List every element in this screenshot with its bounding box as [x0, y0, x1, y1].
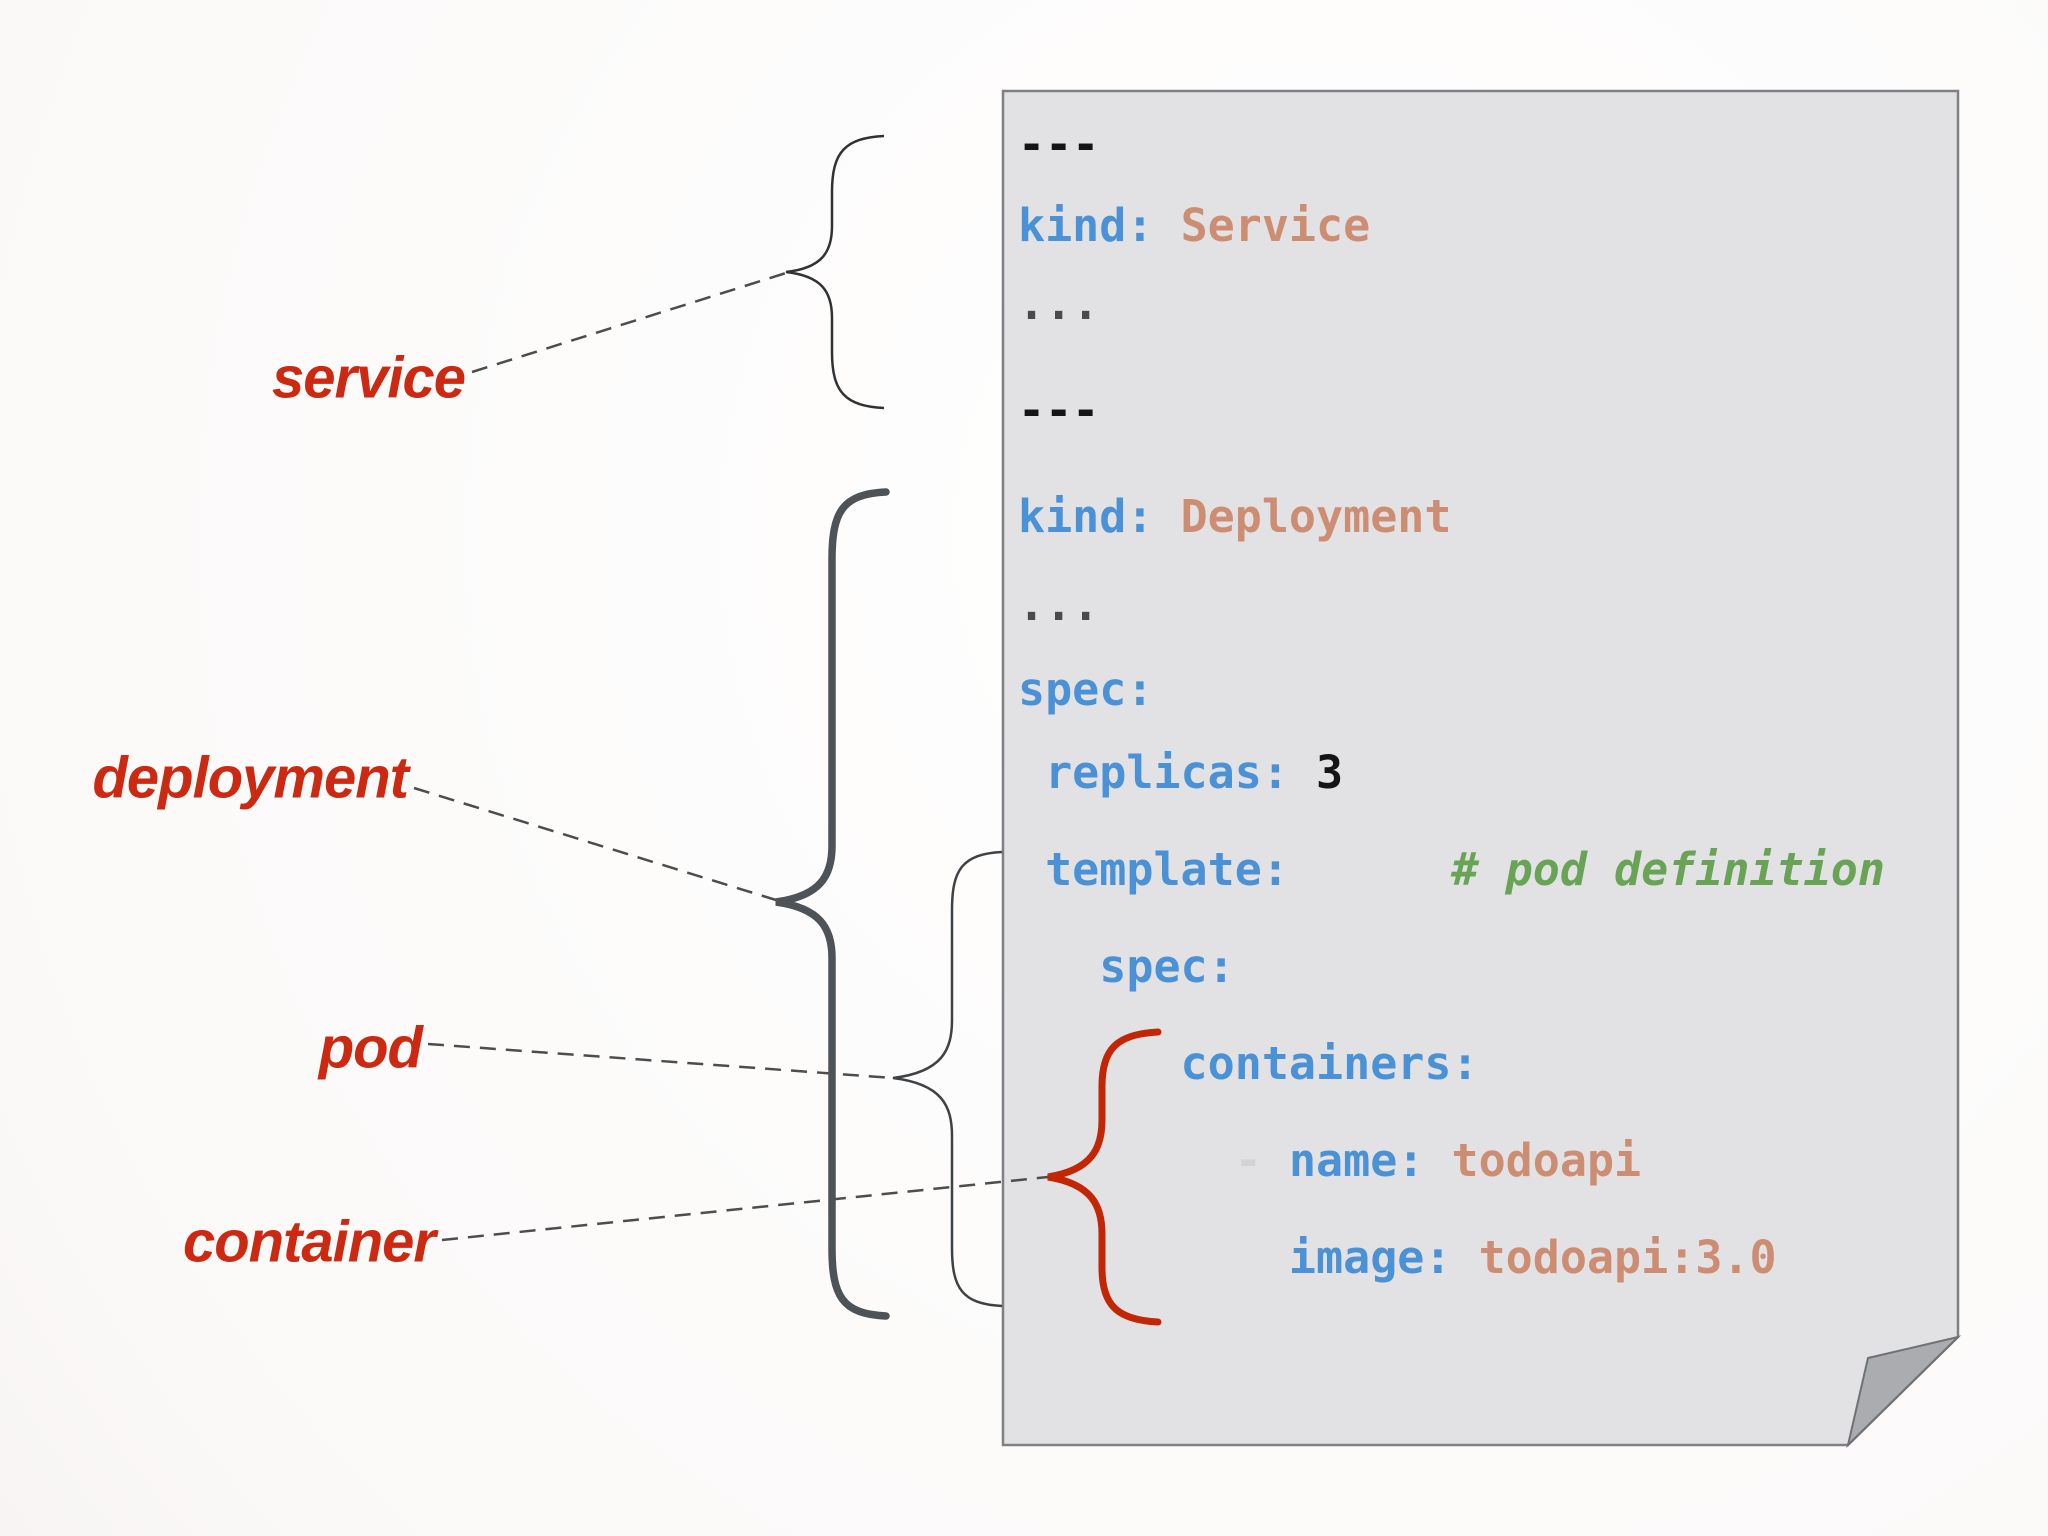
code-segment-plain: 3 — [1316, 746, 1344, 799]
code-segment-value: Deployment — [1180, 489, 1452, 543]
code-segment-key: spec: — [1018, 662, 1154, 716]
code-line: ... — [1018, 554, 1938, 654]
code-line: spec: — [1018, 654, 1938, 724]
code-segment-value: todoapi — [1451, 1134, 1642, 1187]
code-segment-muted: ... — [1018, 577, 1100, 631]
code-segment-key: replicas: — [1018, 746, 1317, 799]
code-segment-muted: ... — [1018, 276, 1100, 330]
container-brace — [1047, 1028, 1162, 1326]
yaml-code-block: --- kind: Service... --- kind: Deployment..… — [1018, 100, 1938, 1306]
code-segment-key: spec: — [1018, 940, 1235, 993]
code-line: kind: Deployment — [1018, 478, 1938, 554]
code-segment-plain: --- — [1018, 384, 1100, 437]
code-line: kind: Service — [1018, 188, 1938, 263]
code-line: replicas: 3 — [1018, 724, 1938, 821]
code-line: containers: — [1018, 1015, 1938, 1112]
code-line: --- — [1018, 343, 1938, 478]
code-line: template: # pod definition — [1018, 821, 1938, 918]
code-segment-key: image: — [1018, 1231, 1479, 1284]
code-line: image: todoapi:3.0 — [1018, 1209, 1938, 1306]
code-line: - name: todoapi — [1018, 1112, 1938, 1209]
code-segment-key: kind: — [1018, 199, 1181, 252]
container-connector-line — [441, 1175, 1049, 1242]
code-line: ... — [1018, 263, 1938, 343]
code-segment-value: todoapi:3.0 — [1478, 1231, 1777, 1284]
code-line: --- — [1018, 100, 1938, 188]
code-segment-dash: - — [1018, 1134, 1289, 1187]
pod-brace — [892, 850, 1003, 1308]
folded-corner — [1846, 1335, 1962, 1449]
code-line: spec: — [1018, 918, 1938, 1015]
label-service: service — [272, 345, 466, 411]
label-pod: pod — [318, 1015, 423, 1081]
label-deployment: deployment — [92, 745, 409, 811]
deployment-connector-line — [413, 786, 777, 902]
code-segment-key: kind: — [1018, 489, 1181, 543]
code-segment-key: containers: — [1018, 1037, 1479, 1090]
label-container: container — [182, 1209, 436, 1275]
code-segment-key: template: — [1018, 843, 1289, 896]
code-segment-value: Service — [1180, 199, 1371, 252]
pod-connector-line — [427, 1042, 894, 1080]
code-segment-comment: # pod definition — [1288, 843, 1885, 896]
service-connector-line — [471, 271, 787, 374]
code-segment-plain: --- — [1018, 117, 1100, 171]
code-segment-key: name: — [1288, 1134, 1452, 1187]
service-brace — [785, 134, 885, 410]
deployment-brace — [775, 488, 890, 1320]
